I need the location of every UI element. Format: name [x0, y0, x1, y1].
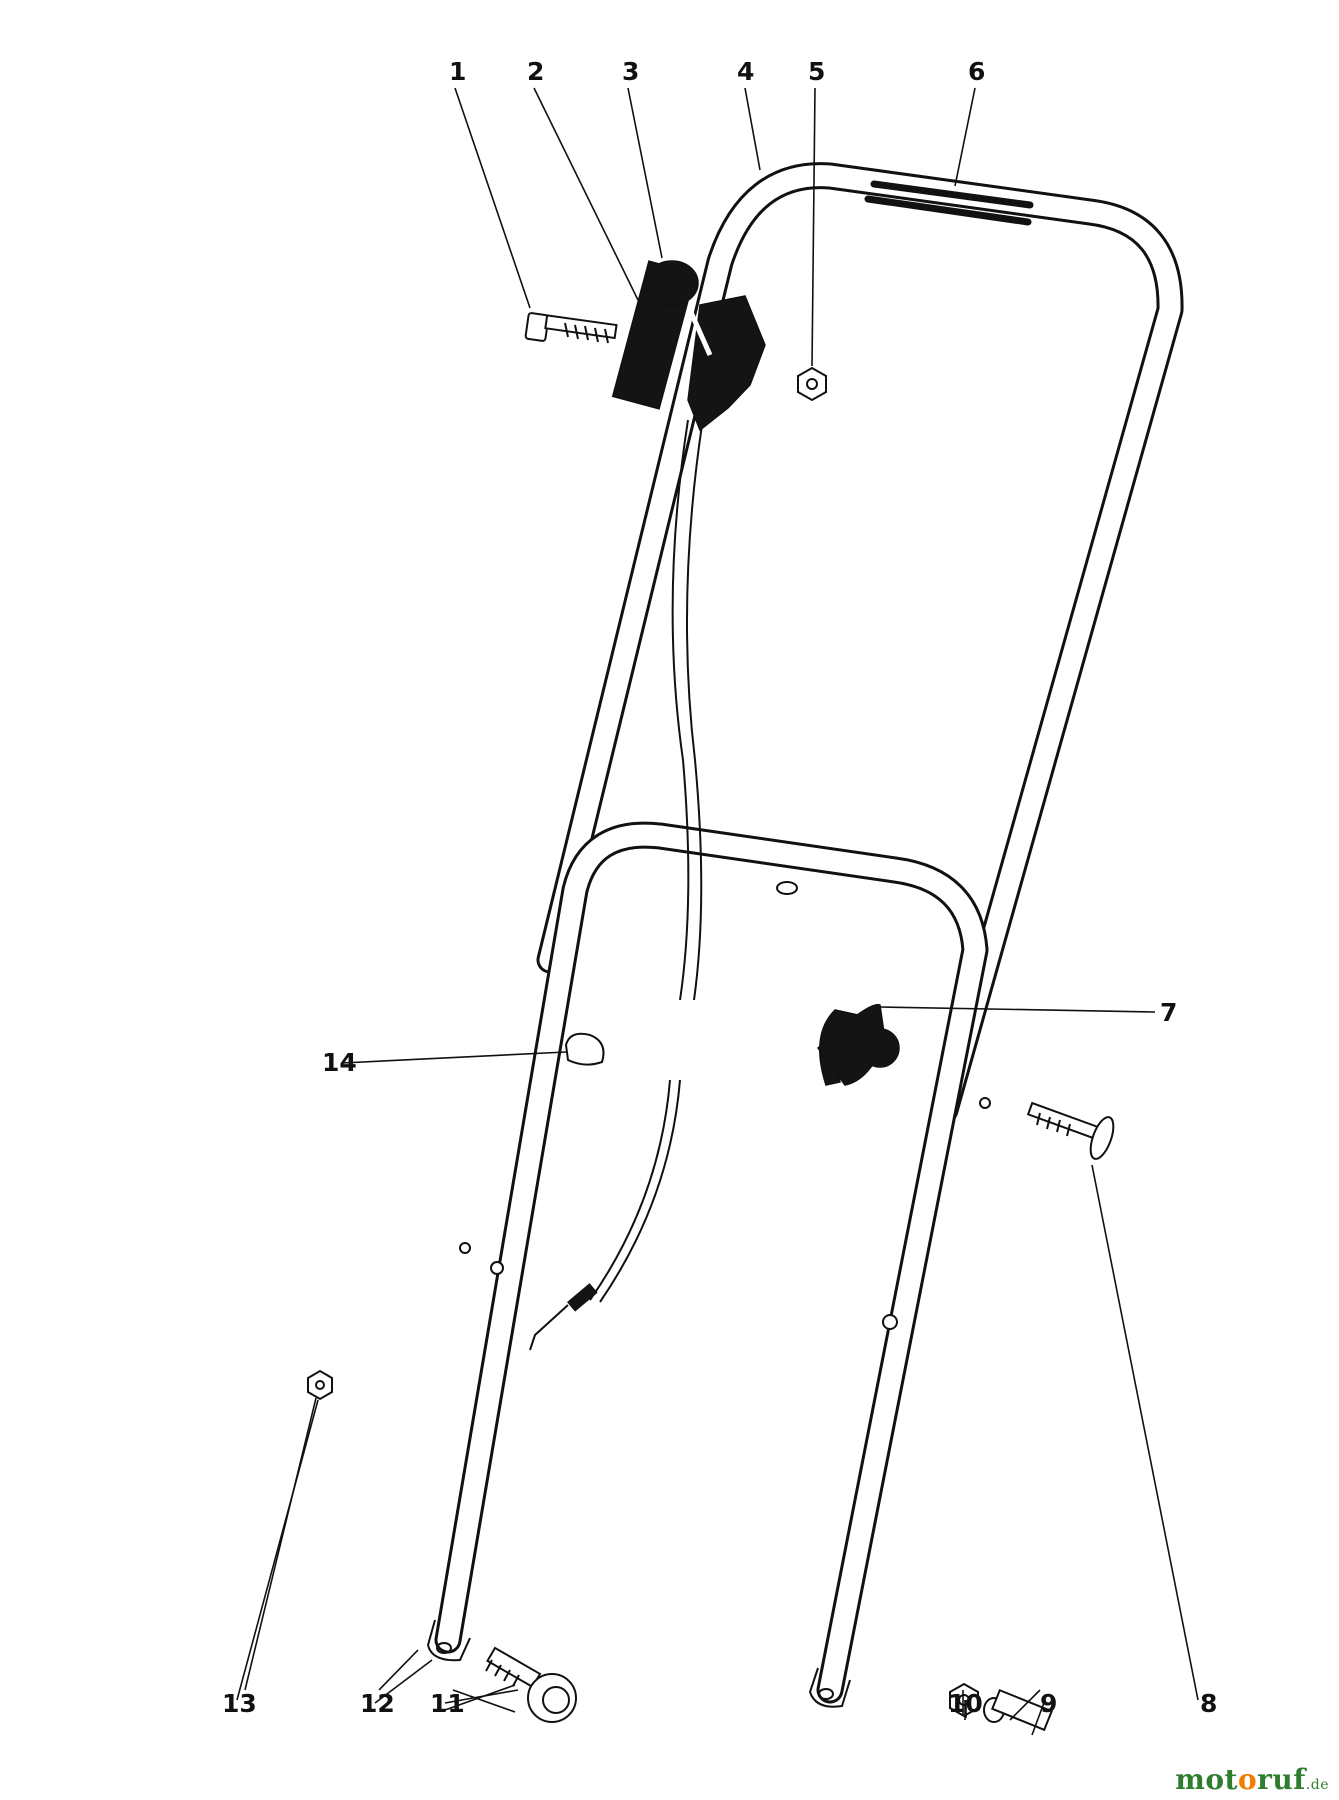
callout-4: 4	[737, 57, 754, 86]
callout-13: 13	[222, 1689, 257, 1718]
wing-knob	[817, 1003, 900, 1086]
carriage-bolt	[1026, 1101, 1115, 1160]
callout-6: 6	[968, 57, 985, 86]
leader-lines	[236, 87, 1199, 1736]
control-cable	[529, 419, 703, 1351]
callout-14: 14	[322, 1048, 357, 1077]
bolt-hole	[436, 1642, 452, 1654]
callout-9: 9	[1040, 1689, 1057, 1718]
nut-part-10	[949, 1682, 979, 1718]
watermark-logo: motoruf.de	[1175, 1763, 1329, 1796]
upper-handle	[536, 162, 1184, 1124]
callout-7: 7	[1160, 998, 1177, 1027]
callout-8: 8	[1200, 1689, 1217, 1718]
nut-part-5	[797, 366, 827, 402]
control-lever-assembly	[611, 260, 766, 432]
callout-12: 12	[360, 1689, 395, 1718]
callout-labels: 1 2 3 4 5 6 7 8 9 10 11 12 13 14	[222, 57, 1217, 1718]
shoulder-bolt	[485, 1646, 577, 1723]
handle-grip	[864, 180, 1034, 226]
bolt-part-1	[524, 312, 618, 344]
cable-clip	[564, 1032, 605, 1066]
callout-3: 3	[622, 57, 639, 86]
callout-11: 11	[430, 1689, 465, 1718]
nut-part-13	[307, 1369, 333, 1401]
callout-10: 10	[948, 1689, 983, 1718]
callout-1: 1	[449, 57, 466, 86]
callout-5: 5	[808, 57, 825, 86]
bolt-hole	[818, 1688, 834, 1700]
callout-2: 2	[527, 57, 544, 86]
lower-handle	[426, 821, 991, 1708]
